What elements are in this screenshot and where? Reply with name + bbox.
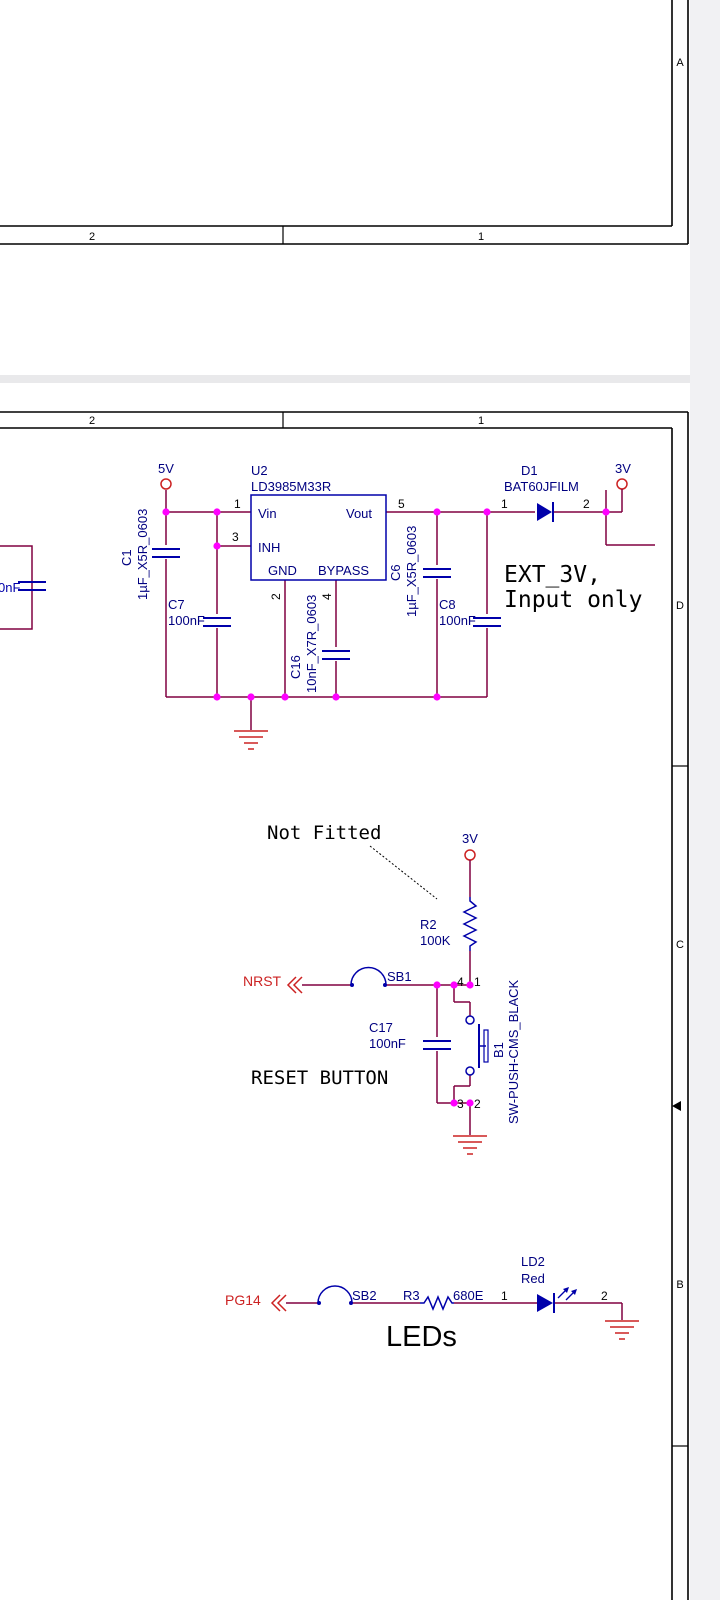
b1-pin-3: 3: [457, 1097, 464, 1111]
c16-ref: C16: [288, 655, 303, 679]
r2-ref: R2: [420, 917, 437, 932]
solder-bridge-sb2: SB2: [317, 1285, 377, 1305]
net-label-3v: 3V: [615, 461, 631, 476]
zone-label-c: C: [676, 939, 684, 951]
c17-value: 100nF: [369, 1036, 406, 1051]
col-label-2: 2: [89, 231, 95, 243]
capacitor-c8: C8 100nF: [439, 597, 503, 628]
col-label-1: 1: [478, 231, 484, 243]
c7-value: 100nF: [168, 613, 205, 628]
b1-ref: B1: [491, 1042, 506, 1058]
regulator-junctions: [162, 508, 610, 701]
ext-3v-note-line1: EXT_3V,: [504, 562, 601, 588]
leds-title: LEDs: [386, 1321, 457, 1353]
port-pg14: PG14: [225, 1292, 287, 1312]
led-ld2: LD2 Red 1 2: [501, 1254, 608, 1313]
u2-pin-number-1: 1: [234, 497, 241, 511]
power-port-5v: 5V: [158, 461, 174, 490]
zone-label-b: B: [676, 1279, 683, 1291]
regulator-u2: U2 LD3985M33R Vin INH GND BYPASS Vout 1 …: [232, 463, 405, 600]
c1-ref: C1: [119, 549, 134, 566]
u2-pin-vout: Vout: [346, 506, 372, 521]
b1-part: SW-PUSH-CMS_BLACK: [506, 979, 521, 1124]
c1-value: 1µF_X5R_0603: [135, 509, 150, 600]
u2-pin-bypass: BYPASS: [318, 563, 369, 578]
ld2-pin-2: 2: [601, 1289, 608, 1303]
port-nrst: NRST: [243, 973, 303, 994]
d1-ref: D1: [521, 463, 538, 478]
capacitor-c7: C7 100nF: [168, 597, 233, 628]
page-previous: A 2 1: [0, 0, 690, 375]
viewer-scroll-gutter[interactable]: [690, 0, 720, 1600]
u2-pin-inh: INH: [258, 540, 280, 555]
col-label-1: 1: [478, 415, 484, 427]
partial-cap-value: 0nF: [0, 580, 20, 595]
u2-pin-number-5: 5: [398, 497, 405, 511]
power-port-3v-reset: 3V: [462, 831, 478, 861]
led-wires: [286, 1302, 623, 1320]
push-button-b1: B1 SW-PUSH-CMS_BLACK 4 1 3 2: [457, 975, 521, 1124]
zone-label-d: D: [676, 600, 684, 612]
r3-value: 680E: [453, 1288, 484, 1303]
u2-ref: U2: [251, 463, 268, 478]
zone-label-a: A: [676, 57, 684, 69]
resistor-r3: R3 680E: [403, 1288, 484, 1311]
r2-value: 100K: [420, 933, 451, 948]
c6-ref: C6: [388, 564, 403, 581]
u2-pin-number-3: 3: [232, 530, 239, 544]
ground-icon: [453, 1135, 487, 1155]
reset-button-title: RESET BUTTON: [251, 1067, 388, 1089]
page-current: 2 1 D C B 0nF: [0, 383, 690, 1600]
partial-capacitor: 0nF: [0, 545, 46, 630]
not-fitted-leader: [369, 845, 438, 900]
u2-pin-number-4: 4: [320, 593, 334, 600]
d1-part: BAT60JFILM: [504, 479, 579, 494]
c17-ref: C17: [369, 1020, 393, 1035]
ground-icon: [605, 1320, 639, 1340]
not-fitted-note: Not Fitted: [267, 822, 381, 844]
col-label-2: 2: [89, 415, 95, 427]
c7-ref: C7: [168, 597, 185, 612]
c6-value: 1µF_X5R_0603: [404, 526, 419, 617]
u2-part: LD3985M33R: [251, 479, 331, 494]
reset-wires: [302, 860, 471, 1135]
c8-ref: C8: [439, 597, 456, 612]
ext-3v-note-line2: Input only: [504, 587, 642, 613]
nrst-label: NRST: [243, 973, 282, 989]
b1-pin-1: 1: [474, 975, 481, 989]
capacitor-c1: C1 1µF_X5R_0603: [119, 509, 182, 600]
ld2-color: Red: [521, 1271, 545, 1286]
power-port-3v-top: 3V: [615, 461, 631, 512]
d1-pin-2: 2: [583, 497, 590, 511]
r3-ref: R3: [403, 1288, 420, 1303]
sb1-label: SB1: [387, 969, 412, 984]
pg14-label: PG14: [225, 1292, 261, 1308]
u2-pin-number-2: 2: [269, 593, 283, 600]
capacitor-c17: C17 100nF: [369, 1020, 453, 1051]
reset-junctions: [433, 981, 474, 1107]
ld2-pin-1: 1: [501, 1289, 508, 1303]
b1-pin-2: 2: [474, 1097, 481, 1111]
schematic-sheet: 2 1 D C B 0nF: [0, 411, 689, 1600]
c8-value: 100nF: [439, 613, 476, 628]
ld2-ref: LD2: [521, 1254, 545, 1269]
d1-pin-1: 1: [501, 497, 508, 511]
u2-pin-vin: Vin: [258, 506, 277, 521]
previous-sheet-frame: A 2 1: [0, 0, 689, 245]
zone-marker-arrow: [672, 1101, 681, 1111]
solder-bridge-sb1: SB1: [350, 966, 412, 987]
reset-3v-label: 3V: [462, 831, 478, 846]
diode-d1: D1 BAT60JFILM 1 2: [501, 463, 590, 522]
b1-pin-4: 4: [457, 975, 464, 989]
c16-value: 10nF_X7R_0603: [304, 595, 319, 693]
sb2-label: SB2: [352, 1288, 377, 1303]
resistor-r2: R2 100K: [420, 897, 478, 951]
ground-icon: [234, 730, 268, 750]
capacitor-c16: C16 10nF_X7R_0603: [288, 595, 352, 693]
capacitor-c6: C6 1µF_X5R_0603: [388, 526, 453, 617]
u2-pin-gnd: GND: [268, 563, 297, 578]
net-label-5v: 5V: [158, 461, 174, 476]
sheet-frame: [0, 411, 689, 1600]
